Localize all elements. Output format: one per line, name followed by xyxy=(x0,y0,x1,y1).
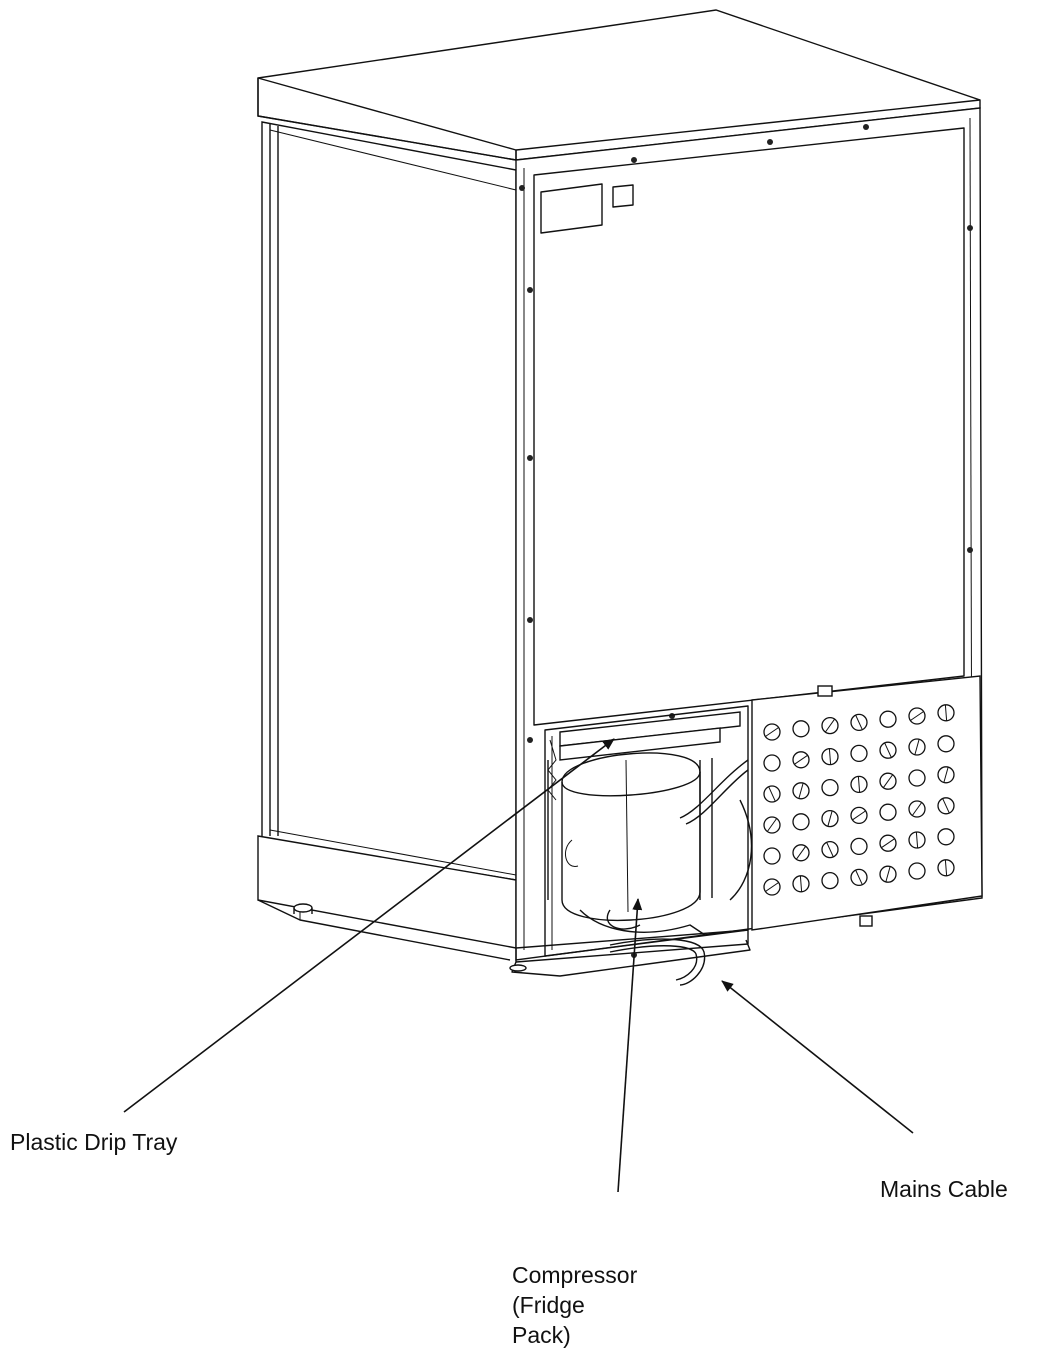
grille-hole-detail xyxy=(794,754,808,765)
mains-cable-arrow xyxy=(721,980,914,1134)
grille-hole xyxy=(821,778,839,797)
compressor xyxy=(561,752,713,930)
label-compressor-line2: (Fridge xyxy=(512,1292,585,1318)
grille-hole-detail xyxy=(881,838,895,849)
grille-hole xyxy=(937,828,955,846)
grille-hole-detail xyxy=(944,859,948,876)
grille-hole-detail xyxy=(884,742,892,758)
grille-holes xyxy=(763,704,955,896)
grille-hole xyxy=(908,862,926,880)
drip-tray xyxy=(559,711,741,761)
label-compressor-line3: Pack) xyxy=(512,1322,571,1348)
grille-hole-detail xyxy=(798,782,804,799)
ventilation-grille xyxy=(751,675,983,931)
grille-hole-detail xyxy=(795,846,807,860)
grille-hole-detail xyxy=(765,882,779,892)
grille-hole-detail xyxy=(885,866,891,883)
grille-hole-detail xyxy=(882,774,894,788)
grille-hole-detail xyxy=(857,776,861,793)
grille-hole-detail xyxy=(852,810,866,821)
grille-hole-detail xyxy=(915,831,919,849)
grille-hole-detail xyxy=(799,875,803,892)
leader-arrows xyxy=(123,738,914,1193)
grille-hole xyxy=(879,710,897,728)
grille-hole-detail xyxy=(855,869,863,885)
grille-hole-detail xyxy=(914,739,920,755)
grille-hole xyxy=(937,735,955,753)
mains-cable xyxy=(609,938,706,986)
drip-tray-arrow xyxy=(123,738,615,1113)
grille-hole-detail xyxy=(765,727,779,737)
grille-hole xyxy=(792,720,810,738)
grille-hole xyxy=(821,871,839,890)
grille-hole-detail xyxy=(911,802,923,816)
label-plastic-drip-tray: Plastic Drip Tray xyxy=(10,1129,178,1155)
grille-hole-detail xyxy=(824,718,836,733)
grille-hole-detail xyxy=(855,714,863,730)
grille-hole-detail xyxy=(766,818,778,832)
grille-hole xyxy=(763,754,781,772)
grille-hole xyxy=(850,744,868,763)
grille-hole xyxy=(763,847,781,865)
grille-hole-detail xyxy=(768,786,776,802)
feet xyxy=(293,903,527,972)
grille-hole-detail xyxy=(827,810,833,827)
grille-hole-detail xyxy=(910,711,924,721)
grille-hole-detail xyxy=(826,842,834,858)
grille-hole-detail xyxy=(942,798,950,814)
grille-hole xyxy=(879,803,897,821)
grille-hole-detail xyxy=(943,766,949,783)
compressor-arrow xyxy=(617,898,643,1193)
grille-hole xyxy=(908,769,926,787)
left-side-panel xyxy=(261,121,517,881)
label-compressor-line1: Compressor xyxy=(512,1262,638,1288)
labels: Plastic Drip Tray Mains Cable Compressor… xyxy=(10,1129,1008,1348)
pipes xyxy=(547,739,753,936)
grille-hole-detail xyxy=(828,748,832,765)
grille-hole-detail xyxy=(944,704,948,721)
grille-hole xyxy=(792,813,810,831)
rear-label-plates xyxy=(540,183,634,234)
grille-hole xyxy=(850,837,868,856)
label-mains-cable: Mains Cable xyxy=(880,1176,1008,1202)
